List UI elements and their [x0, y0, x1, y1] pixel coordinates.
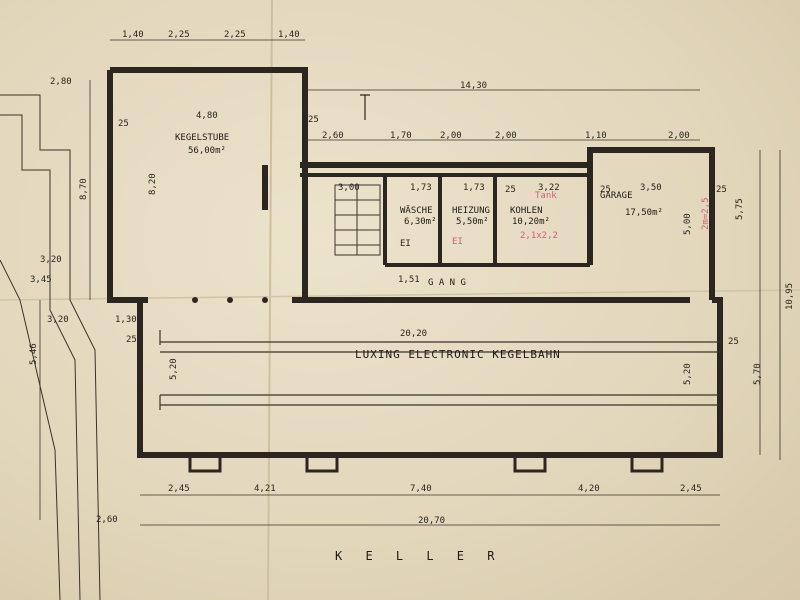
heizung-area: 5,50m²	[456, 217, 489, 227]
dim-bahn-height-left: 5,20	[169, 358, 179, 380]
dim-room-1: 1,73	[410, 183, 432, 193]
garage-area: 17,50m²	[625, 208, 663, 218]
dim-right-2: 5,00	[683, 213, 693, 235]
dim-bottom-2: 4,21	[254, 484, 276, 494]
dim-wall-8: 3,00	[338, 183, 360, 193]
dim-row2-3: 2,00	[440, 131, 462, 141]
wasche-label: WÄSCHE	[400, 205, 433, 216]
tank-note: Tank	[535, 191, 557, 201]
dim-left-1: 2,80	[50, 77, 72, 87]
garage-label: GARAGE	[600, 191, 633, 201]
dim-overall-bottom: 20,70	[418, 516, 445, 526]
ei-annotation-2: EI	[400, 239, 411, 249]
window-wells	[188, 453, 664, 473]
dim-top-2: 2,25	[168, 30, 190, 40]
wasche-area: 6,30m²	[404, 217, 437, 227]
dimension-lines	[39, 39, 781, 526]
inner-walls	[300, 173, 590, 267]
dim-bottom-4: 4,20	[578, 484, 600, 494]
dim-wall-7: 25	[728, 337, 739, 347]
dim-wall-1: 25	[118, 119, 129, 129]
dim-right-3: 5,70	[753, 363, 763, 385]
ei-annotation: EI	[452, 237, 463, 247]
kegelbahn-label: LUXING ELECTRONIC KEGELBAHN	[355, 348, 561, 361]
gang-label: G A N G	[428, 278, 466, 288]
dim-room-3: 3,22	[538, 183, 560, 193]
dim-left-4: 3,20	[47, 315, 69, 325]
dim-kegelstube-height: 8,20	[148, 173, 158, 195]
dim-room-2: 1,73	[463, 183, 485, 193]
dim-overall-top: 14,30	[460, 81, 487, 91]
section-arrow-icon	[360, 94, 370, 120]
dim-bottom-3: 7,40	[410, 484, 432, 494]
kohlen-formula: 2,1x2,2	[520, 231, 558, 241]
kegelbahn-width: 20,20	[400, 329, 427, 339]
dim-right-4: 10,95	[785, 283, 795, 310]
columns	[192, 297, 603, 303]
red-margin-note: 2m=2,5	[701, 197, 711, 230]
dim-bottom-1: 2,45	[168, 484, 190, 494]
dim-top-3: 2,25	[224, 30, 246, 40]
dim-right-1: 5,75	[735, 198, 745, 220]
dim-bahn-height-right: 5,20	[683, 363, 693, 385]
bowling-lanes	[159, 330, 720, 410]
garage-width: 3,50	[640, 183, 662, 193]
dim-wall-3: 25	[126, 335, 137, 345]
outer-walls	[107, 67, 723, 458]
dim-row2-6: 2,00	[668, 131, 690, 141]
neighbour-wall-left	[0, 94, 101, 600]
dim-wall-6: 25	[505, 185, 516, 195]
heizung-label: HEIZUNG	[452, 206, 490, 216]
dim-wall-4: 25	[600, 185, 611, 195]
dim-row2-4: 2,00	[495, 131, 517, 141]
kohlen-label: KOHLEN	[510, 206, 543, 216]
kohlen-area: 10,20m²	[512, 217, 550, 227]
kegelstube-label: KEGELSTUBE	[175, 133, 229, 143]
dim-top-4: 1,40	[278, 30, 300, 40]
dim-row2-1: 2,60	[322, 131, 344, 141]
stair	[334, 184, 381, 256]
dim-wall-2: 25	[308, 115, 319, 125]
dim-wall-9: 3,20	[40, 255, 62, 265]
dim-wall-10: 1,51	[398, 275, 420, 285]
dim-top-1: 1,40	[122, 30, 144, 40]
dim-left-5: 1,30	[115, 315, 137, 325]
kegelstube-area: 56,00m²	[188, 146, 226, 156]
dim-row2-5: 1,10	[585, 131, 607, 141]
dim-wall-5: 25	[716, 185, 727, 195]
dim-row2-2: 1,70	[390, 131, 412, 141]
dim-bottom-5: 2,45	[680, 484, 702, 494]
dim-left-3: 3,45	[30, 275, 52, 285]
kegelstube-width: 4,80	[196, 111, 218, 121]
dim-left-2: 8,70	[79, 178, 89, 200]
dim-left-6: 5,46	[29, 343, 39, 365]
dim-left-7: 2,60	[96, 515, 118, 525]
paper-fold-vertical	[267, 0, 273, 600]
plan-title: K E L L E R	[335, 549, 502, 563]
